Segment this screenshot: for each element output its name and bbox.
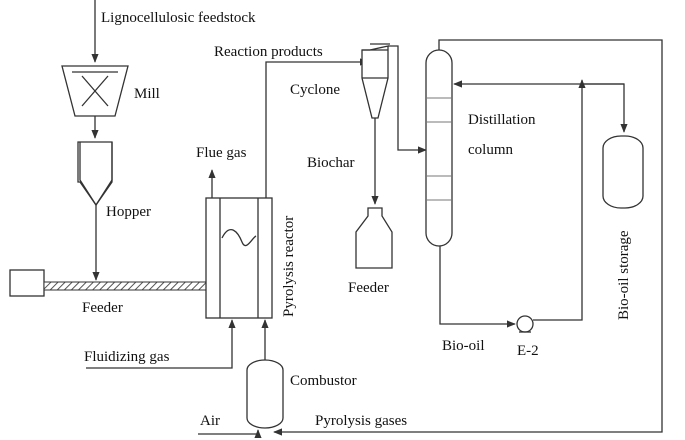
air-label: Air <box>200 413 220 429</box>
air-line <box>198 429 262 439</box>
pyrolysis-gases-label: Pyrolysis gases <box>315 413 407 429</box>
feedstock-label: Lignocellulosic feedstock <box>101 10 256 26</box>
mill <box>61 65 129 117</box>
feeder-left-label: Feeder <box>82 300 123 316</box>
distillation-column <box>425 49 453 247</box>
hopper-label: Hopper <box>106 204 151 220</box>
cyclone-to-column-line <box>388 45 427 154</box>
distillation-label-1: Distillation <box>468 112 536 128</box>
bio-oil-storage <box>602 135 644 209</box>
fluidizing-gas-line <box>86 319 236 369</box>
biochar-feeder <box>355 207 393 269</box>
pump-e2 <box>516 315 534 333</box>
storage-feed-line <box>582 83 628 133</box>
feeder-motor <box>9 269 45 297</box>
feeder-right-label: Feeder <box>348 280 389 296</box>
combustor-label: Combustor <box>290 373 357 389</box>
cyclone-label: Cyclone <box>290 82 340 98</box>
bio-oil-line <box>439 246 516 328</box>
pump-label: E-2 <box>517 343 539 359</box>
combustor <box>246 359 284 429</box>
reaction-products-label: Reaction products <box>214 44 323 60</box>
storage-label: Bio-oil storage <box>616 230 632 320</box>
reaction-products-line <box>265 58 369 198</box>
fluidizing-gas-label: Fluidizing gas <box>84 349 170 365</box>
reactor-label: Pyrolysis reactor <box>281 216 297 317</box>
hopper <box>77 141 113 207</box>
bio-oil-label: Bio-oil <box>442 338 485 354</box>
pyrolysis-reactor <box>205 197 273 319</box>
screw-feeder <box>43 281 223 291</box>
distillation-label-2: column <box>468 142 513 158</box>
pump-discharge-line <box>533 79 586 321</box>
pyrolysis-gases-line <box>273 39 663 436</box>
cyclone <box>361 43 390 119</box>
biochar-label: Biochar <box>307 155 354 171</box>
flue-gas-label: Flue gas <box>196 145 247 161</box>
mill-label: Mill <box>134 86 160 102</box>
